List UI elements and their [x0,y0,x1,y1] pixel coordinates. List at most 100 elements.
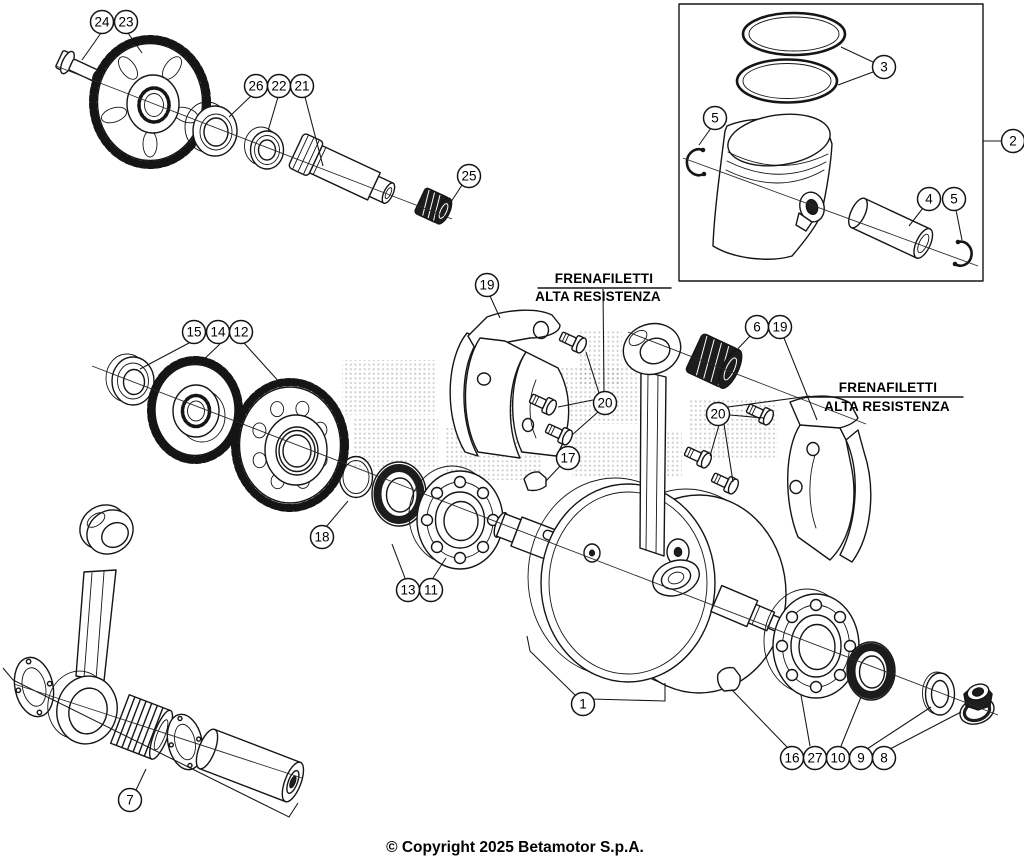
callout-27: 27 [802,745,828,771]
seal-10 [846,641,896,701]
big-end-needle-bearing [109,694,174,760]
circlip-left-5 [685,147,707,177]
svg-text:9: 9 [857,751,865,766]
woodruff-key-16 [716,666,741,692]
callout-19-right: 19 [767,314,793,340]
callout-5-right: 5 [941,186,967,212]
primary-gear-14 [147,356,243,464]
svg-text:13: 13 [400,583,415,598]
piston-kit-box [678,3,984,282]
svg-text:11: 11 [424,583,438,598]
svg-text:8: 8 [880,751,888,766]
callout-3: 3 [871,54,897,80]
seal-13 [371,461,427,527]
balancer-weight-left-19 [449,309,570,459]
copyright-line: © Copyright 2025 Betamotor S.p.A. [386,839,644,856]
woodruff-key-17 [523,471,547,492]
connecting-rod-right [622,322,682,557]
crank-web-left [527,477,716,683]
piston-ring-bottom [735,58,839,104]
svg-text:25: 25 [461,169,476,184]
piston-ring-top [741,11,847,57]
thrust-washer-left [13,656,55,718]
callout-14: 14 [205,319,231,345]
threadlock-left-line1: FRENAFILETTI [555,271,653,286]
balancer-drive-gear-12 [231,378,349,512]
bracket-crankshaft-1 [526,635,576,696]
crank-pin-7 [195,728,305,803]
threadlock-label-left: FRENAFILETTI ALTA RESISTENZA [535,271,672,304]
main-bearing-27 [763,588,860,699]
svg-text:19: 19 [479,278,494,293]
svg-text:2: 2 [1009,134,1017,149]
threadlock-label-right: FRENAFILETTI ALTA RESISTENZA [809,380,964,414]
callout-2: 2 [1000,128,1024,154]
callout-1: 1 [570,691,596,717]
callout-5-left: 5 [702,105,728,131]
svg-text:17: 17 [560,451,575,466]
callout-10: 10 [825,745,851,771]
callout-24: 24 [89,9,115,35]
threadlock-right-line1: FRENAFILETTI [839,380,937,395]
leader-lines [2,32,1001,818]
svg-text:24: 24 [94,15,110,30]
svg-text:27: 27 [807,751,822,766]
callout-12: 12 [228,319,254,345]
crank-pin-bore [652,538,700,597]
svg-text:20: 20 [597,396,612,411]
svg-text:21: 21 [294,79,309,94]
svg-text:20: 20 [710,407,725,422]
svg-text:3: 3 [880,60,888,75]
svg-text:12: 12 [233,325,248,340]
svg-text:5: 5 [950,192,958,207]
balance-shaft-21 [288,133,396,204]
svg-text:16: 16 [784,751,799,766]
callout-20-center: 20 [592,390,618,416]
svg-text:19: 19 [772,320,787,335]
svg-text:6: 6 [753,320,761,335]
callout-13: 13 [395,577,421,603]
balancer-weight-right-19 [787,395,872,563]
callout-25: 25 [456,163,482,189]
flange-nut-8 [959,683,995,725]
svg-text:18: 18 [314,530,329,545]
svg-text:5: 5 [711,111,719,126]
svg-text:26: 26 [248,79,263,94]
svg-text:15: 15 [186,325,201,340]
collar-22 [244,126,285,170]
callout-20-right: 20 [705,401,731,427]
callout-6: 6 [744,314,770,340]
callout-11: 11 [418,577,444,603]
callout-15: 15 [181,319,207,345]
callout-16: 16 [779,745,805,771]
threadlock-left-line2: ALTA RESISTENZA [535,289,661,304]
callout-23: 23 [113,9,139,35]
svg-text:14: 14 [210,325,226,340]
callout-17: 17 [555,445,581,471]
callout-26: 26 [243,73,269,99]
washer-9 [922,671,956,716]
collar-15 [105,353,155,406]
threadlock-right-line2: ALTA RESISTENZA [824,399,950,414]
callout-19-left: 19 [474,272,500,298]
callout-18: 18 [309,524,335,550]
bracket-rod-kit-7 [2,667,299,818]
svg-text:7: 7 [126,793,134,808]
svg-text:23: 23 [118,15,133,30]
piston [712,113,833,260]
svg-text:4: 4 [925,192,933,207]
callout-9: 9 [848,745,874,771]
o-ring-18 [338,455,374,499]
thrust-washer-right [166,713,204,771]
svg-text:1: 1 [579,697,587,712]
svg-text:22: 22 [271,79,286,94]
wrist-pin-4 [848,197,934,259]
center-lines [13,65,999,779]
callout-22: 22 [266,73,292,99]
svg-text:10: 10 [830,751,845,766]
circlip-right-5 [952,239,973,267]
needle-cage-6 [685,333,743,389]
callout-7: 7 [117,787,143,813]
